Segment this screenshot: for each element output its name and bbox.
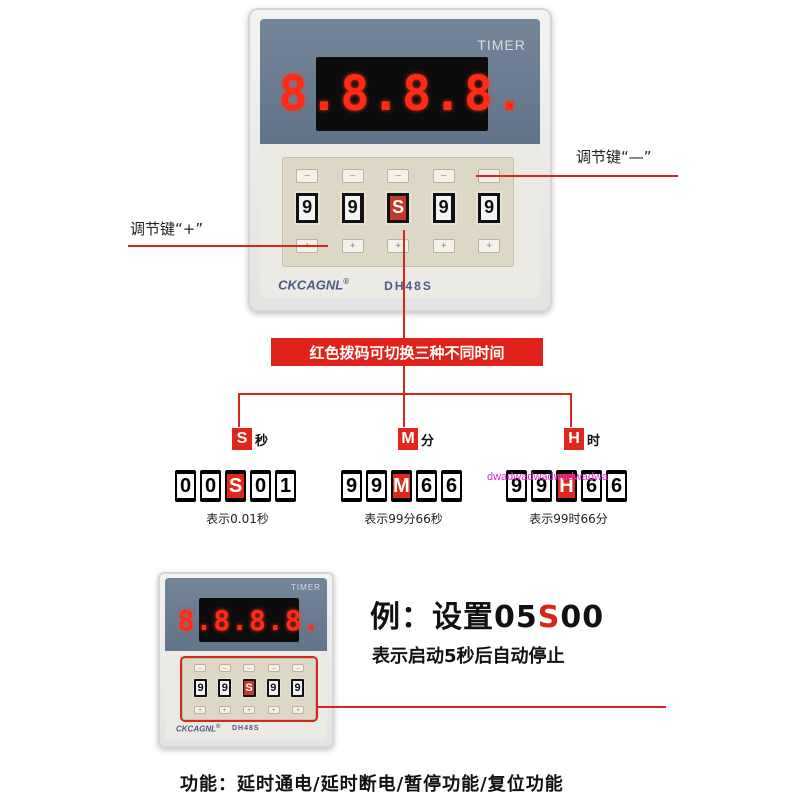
- dial-small-1[interactable]: 9: [193, 678, 208, 698]
- display-panel-small: TIMER 8.8.8.8.: [165, 578, 327, 651]
- plus-key-3[interactable]: +: [387, 238, 410, 253]
- dial-small-4[interactable]: 9: [265, 678, 281, 698]
- tile: 6: [441, 470, 462, 502]
- plus-callout-line: [128, 245, 328, 247]
- dial-panel-small: — — — — — 9 9 S 9 9 + + + + +: [182, 658, 316, 720]
- minus-key-4[interactable]: —: [432, 168, 455, 183]
- tile: 0: [175, 470, 196, 502]
- dial-2[interactable]: 9: [339, 190, 366, 225]
- minus-key-1[interactable]: —: [296, 168, 319, 183]
- tile: 6: [581, 470, 602, 502]
- dial-4[interactable]: 9: [430, 190, 457, 225]
- tree-drop-s: [238, 393, 240, 427]
- tile: 9: [366, 470, 387, 502]
- tile: 9: [506, 470, 527, 502]
- tile-unit: M: [391, 470, 412, 502]
- minus-key-callout: 调节键“—”: [576, 148, 652, 166]
- plus-key-small-5[interactable]: +: [292, 706, 304, 714]
- tile: 9: [531, 470, 552, 502]
- led-display: 8.8.8.8.: [279, 56, 524, 131]
- model-name: DH48S: [384, 278, 433, 293]
- example-title: 例：设置05S00: [370, 600, 605, 635]
- tiles-seconds: 0 0 S 0 1: [175, 470, 296, 502]
- mode-badge-s: S: [232, 428, 252, 450]
- mode-unit-m: 分: [421, 433, 435, 449]
- timer-device-large: TIMER 8.8.8.8. — — — — — 9 9 S 9 9 +: [248, 8, 552, 312]
- minus-callout-line: [476, 175, 678, 177]
- plus-key-5[interactable]: +: [478, 238, 501, 253]
- plus-key-small-3[interactable]: +: [243, 706, 255, 714]
- led-digits: 8.8.8.8.: [278, 65, 526, 122]
- plus-key-callout: 调节键“+”: [130, 220, 204, 238]
- tiles-hours: 9 9 H 6 6: [506, 470, 627, 502]
- model-name-small: DH48S: [232, 725, 260, 732]
- plus-key-row-small: + + + + +: [194, 706, 304, 714]
- tile-unit: H: [556, 470, 577, 502]
- caption-minutes: 表示99分66秒: [364, 512, 443, 526]
- tree-drop-m: [403, 393, 405, 427]
- mode-unit-s: 秒: [255, 433, 269, 449]
- minus-key-small-1[interactable]: —: [194, 664, 206, 672]
- plus-key-4[interactable]: +: [432, 238, 455, 253]
- display-panel: TIMER 8.8.8.8.: [260, 18, 540, 145]
- dial-connector-line: [403, 230, 405, 340]
- watermark-text: dwadwadwadwadwadwa: [487, 471, 609, 483]
- tree-bar: [238, 393, 572, 395]
- tile: 9: [341, 470, 362, 502]
- plus-key-small-2[interactable]: +: [218, 706, 231, 714]
- example-description: 表示启动5秒后自动停止: [372, 646, 565, 667]
- caption-seconds: 表示0.01秒: [206, 512, 269, 526]
- timer-label-small: TIMER: [291, 583, 321, 593]
- mode-head-minutes: M 分: [398, 428, 434, 450]
- led-display-small: 8.8.8.8.: [178, 598, 319, 643]
- function-list: 功能：延时通电/延时断电/暂停功能/复位功能: [180, 774, 564, 795]
- dial-row-small: 9 9 S 9 9: [193, 678, 305, 698]
- mode-badge-m: M: [398, 428, 418, 450]
- timer-label: TIMER: [477, 36, 526, 53]
- mode-unit-h: 时: [587, 433, 601, 449]
- device-face: TIMER 8.8.8.8. — — — — — 9 9 S 9 9 +: [260, 18, 540, 299]
- minus-key-row: — — — — —: [296, 168, 501, 183]
- brand-name-small: CKCAGNL®: [176, 724, 221, 734]
- minus-key-small-3[interactable]: —: [243, 664, 255, 672]
- dial-panel: — — — — — 9 9 S 9 9 + + + + +: [282, 156, 515, 267]
- tile: 0: [250, 470, 271, 502]
- minus-key-2[interactable]: —: [341, 168, 364, 183]
- tile: 6: [606, 470, 627, 502]
- tree-drop-h: [570, 393, 572, 427]
- minus-key-3[interactable]: —: [387, 168, 410, 183]
- minus-key-small-5[interactable]: —: [292, 664, 304, 672]
- plus-key-small-4[interactable]: +: [267, 706, 280, 714]
- tile: 6: [416, 470, 437, 502]
- mode-head-seconds: S 秒: [232, 428, 268, 450]
- example-callout-line: [316, 706, 666, 708]
- dial-small-unit-red[interactable]: S: [241, 678, 257, 698]
- dial-row: 9 9 S 9 9: [294, 190, 503, 225]
- mode-badge-h: H: [564, 428, 584, 450]
- tile: 0: [200, 470, 221, 502]
- tile-unit: S: [225, 470, 246, 502]
- brand-name: CKCAGNL®: [278, 276, 350, 292]
- dial-unit-red[interactable]: S: [385, 190, 412, 225]
- plus-key-2[interactable]: +: [341, 238, 364, 253]
- led-digits-small: 8.8.8.8.: [177, 603, 321, 637]
- dial-1[interactable]: 9: [294, 190, 321, 225]
- minus-key-small-2[interactable]: —: [218, 664, 231, 672]
- tiles-minutes: 9 9 M 6 6: [341, 470, 462, 502]
- dial-5[interactable]: 9: [476, 190, 503, 225]
- tile: 1: [275, 470, 296, 502]
- dial-small-2[interactable]: 9: [217, 678, 233, 698]
- caption-hours: 表示99时66分: [529, 512, 608, 526]
- minus-key-small-4[interactable]: —: [267, 664, 280, 672]
- plus-key-row: + + + + +: [296, 238, 501, 253]
- switch-time-banner: 红色拨码可切换三种不同时间: [271, 338, 543, 366]
- tree-stem: [403, 366, 405, 394]
- dial-small-5[interactable]: 9: [290, 678, 305, 698]
- minus-key-row-small: — — — — —: [194, 664, 304, 672]
- mode-head-hours: H 时: [564, 428, 600, 450]
- plus-key-small-1[interactable]: +: [194, 706, 206, 714]
